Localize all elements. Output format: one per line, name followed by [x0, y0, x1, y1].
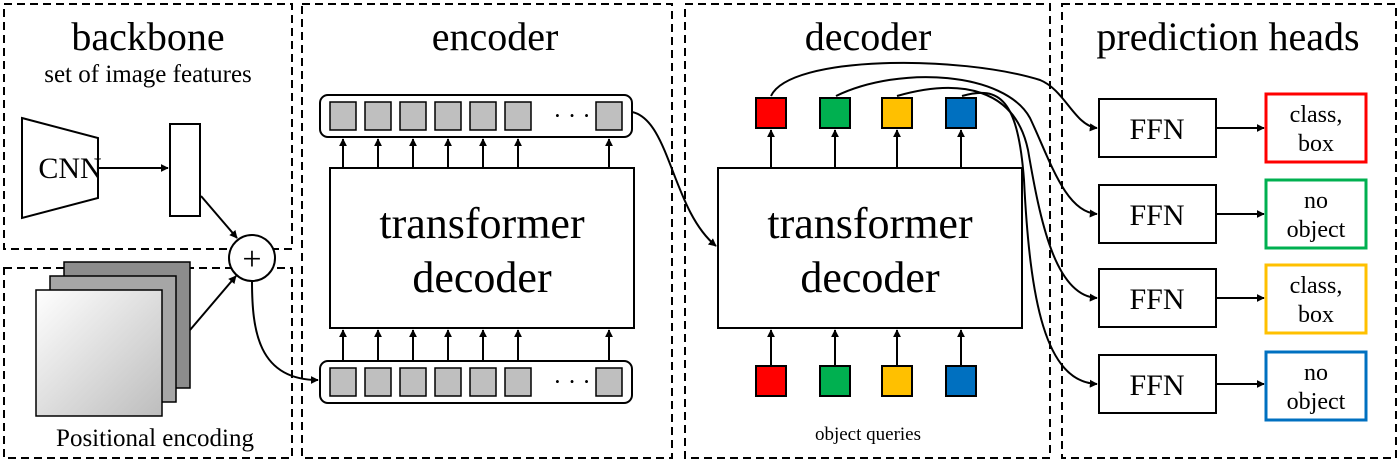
head-row-2: FFN no object	[1098, 178, 1368, 250]
encoder-group: · · · transformer decoder · · ·	[319, 94, 635, 404]
output-1-to-ffn-arrow	[770, 61, 1098, 132]
decoder-block-line2: decoder	[800, 253, 940, 302]
encoder-input-token-5	[469, 367, 497, 397]
decoder-output-square-3	[881, 97, 913, 129]
pe-to-plus-arrow	[189, 275, 237, 331]
encoder-output-token-cells	[329, 101, 623, 131]
head-row-4: FFN no object	[1098, 350, 1368, 422]
decoder-query-squares	[755, 97, 977, 397]
output-3-to-ffn-arrow	[896, 86, 1098, 302]
heads-title: prediction heads	[1096, 14, 1359, 59]
decoder-output-square-1	[755, 97, 787, 129]
encoder-input-token-2	[364, 367, 392, 397]
encoder-input-token-3	[399, 367, 427, 397]
ffn-label-2: FFN	[1129, 199, 1184, 232]
encoder-output-token-1	[329, 101, 357, 131]
pe-map-front	[35, 289, 163, 417]
decoder-title: decoder	[805, 14, 932, 59]
image-features-block	[169, 123, 201, 217]
plus-to-encoder-input-arrow	[251, 280, 319, 384]
decoder-to-ffn-arrows	[770, 61, 1098, 388]
output-4-line2: object	[1287, 389, 1346, 415]
object-query-square-2	[819, 365, 851, 397]
backbone-subtitle: set of image features	[44, 61, 252, 88]
encoder-input-token-7	[595, 367, 623, 397]
encoder-output-token-6	[504, 101, 532, 131]
encoder-input-token-6	[504, 367, 532, 397]
encoder-output-token-7	[595, 101, 623, 131]
encoder-input-token-1	[329, 367, 357, 397]
decoder-block-line1: transformer	[767, 199, 973, 248]
encoder-input-ellipsis: · · ·	[553, 369, 590, 396]
output-2-line2: object	[1287, 217, 1346, 243]
encoder-to-decoder-arrow	[631, 111, 717, 247]
output-2-line1: no	[1304, 188, 1328, 214]
output-1-line2: box	[1298, 131, 1334, 157]
backbone-title: backbone	[71, 14, 224, 59]
backbone-group: CNN +	[21, 116, 276, 282]
backbone-frame	[3, 3, 293, 250]
ffn-box-4	[1098, 354, 1217, 414]
encoder-output-ellipsis: · · ·	[553, 103, 590, 130]
object-queries-label: object queries	[815, 424, 921, 445]
encoder-block-line2: decoder	[412, 253, 552, 302]
ffn-box-1	[1098, 98, 1217, 158]
decoder-frame	[684, 3, 1051, 459]
ffn-box-2	[1098, 184, 1217, 244]
ffn-label-4: FFN	[1129, 369, 1184, 402]
plus-symbol: +	[242, 241, 261, 278]
head-row-3: FFN class, box	[1098, 263, 1368, 335]
cnn-label: CNN	[38, 152, 101, 185]
encoder-title: encoder	[432, 14, 559, 59]
encoder-block-line1: transformer	[379, 199, 585, 248]
decoder-arrows	[767, 129, 965, 366]
output-box-1	[1264, 92, 1368, 164]
head-row-1: FFN class, box	[1098, 92, 1368, 164]
encoder-output-token-2	[364, 101, 392, 131]
decoder-output-square-2	[819, 97, 851, 129]
decoder-transformer-block	[717, 167, 1023, 329]
output-4-to-ffn-arrow	[961, 91, 1098, 388]
output-3-line2: box	[1298, 302, 1334, 328]
heads-frame	[1061, 3, 1397, 459]
encoder-transformer-block	[329, 167, 635, 329]
object-query-square-4	[945, 365, 977, 397]
encoder-output-token-4	[434, 101, 462, 131]
encoder-output-token-5	[469, 101, 497, 131]
output-3-line1: class,	[1290, 273, 1343, 299]
decoder-output-square-4	[945, 97, 977, 129]
positional-encoding-label: Positional encoding	[56, 425, 254, 452]
cnn-trapezoid	[21, 116, 99, 220]
output-4-line1: no	[1304, 360, 1328, 386]
output-1-line1: class,	[1290, 102, 1343, 128]
output-2-to-ffn-arrow	[835, 76, 1098, 218]
ffn-label-1: FFN	[1129, 113, 1184, 146]
encoder-input-token-cells	[329, 367, 623, 397]
encoder-output-token-3	[399, 101, 427, 131]
positional-encoding-group: Positional encoding	[35, 261, 254, 452]
encoder-input-token-4	[434, 367, 462, 397]
ffn-label-3: FFN	[1129, 283, 1184, 316]
output-box-4	[1264, 350, 1368, 422]
decoder-group: transformer decoder object queries	[717, 97, 1023, 445]
encoder-arrows	[339, 138, 613, 361]
output-box-2	[1264, 178, 1368, 250]
prediction-heads-group: FFN class, box FFN no object FFN class, …	[1098, 92, 1368, 422]
features-to-plus-arrow	[200, 195, 238, 239]
output-box-3	[1264, 263, 1368, 335]
encoder-frame	[301, 3, 673, 459]
object-query-square-1	[755, 365, 787, 397]
object-query-square-3	[881, 365, 913, 397]
